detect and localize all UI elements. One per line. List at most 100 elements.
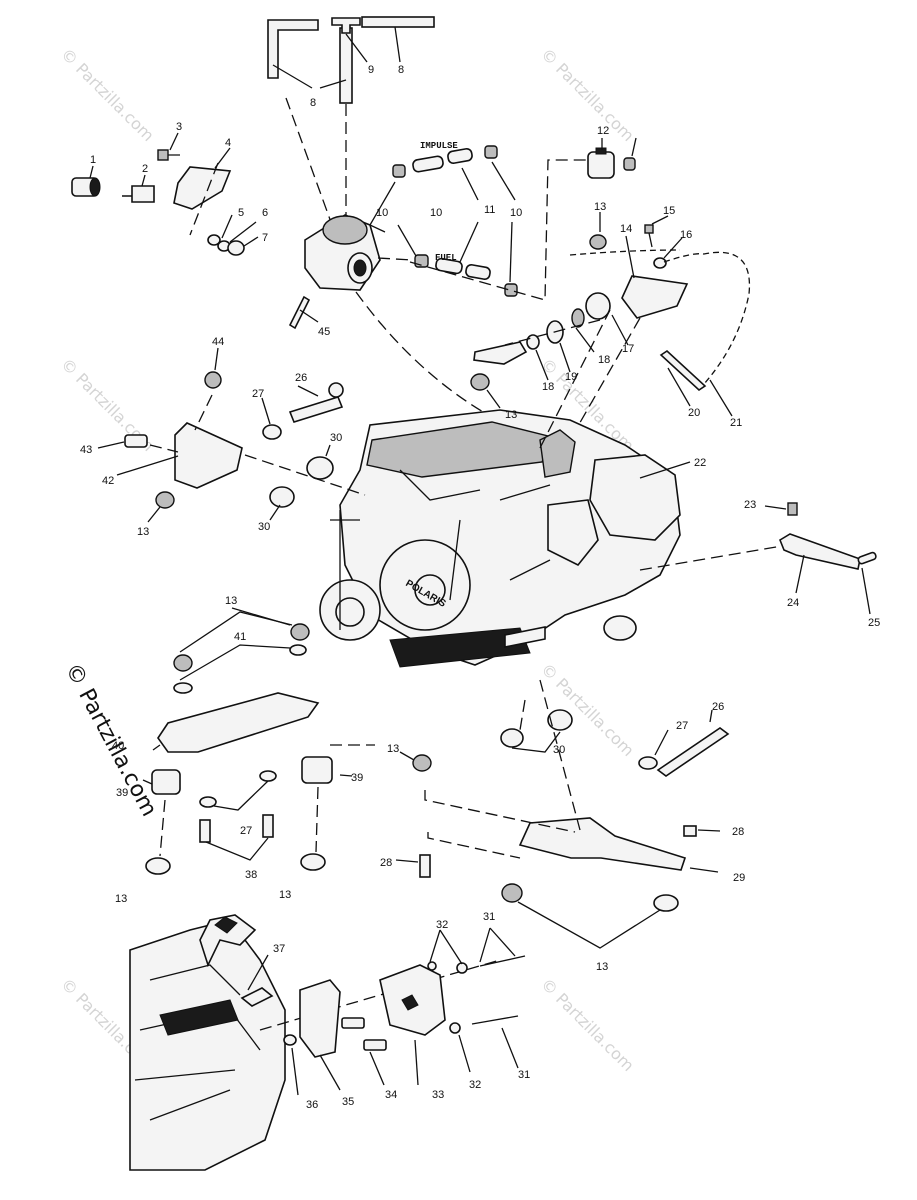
clip-plate bbox=[473, 341, 528, 365]
rod-20 bbox=[659, 349, 707, 392]
callout-8: 8 bbox=[398, 64, 404, 76]
callout-26: 26 bbox=[712, 701, 724, 713]
callout-29: 29 bbox=[733, 872, 745, 884]
callout-31: 31 bbox=[483, 911, 495, 923]
callout-18: 18 bbox=[598, 354, 610, 366]
lever-37 bbox=[240, 987, 274, 1007]
callout-40: 40 bbox=[112, 740, 124, 752]
bracket-assembly bbox=[71, 132, 259, 256]
impulse-tag: IMPULSE bbox=[420, 141, 458, 151]
drain-hose bbox=[288, 295, 311, 330]
callout-33: 33 bbox=[432, 1089, 444, 1101]
callout-22: 22 bbox=[694, 457, 706, 469]
callout-15: 15 bbox=[663, 205, 675, 217]
callout-17: 17 bbox=[622, 343, 634, 355]
callout-21: 21 bbox=[730, 417, 742, 429]
callout-27: 27 bbox=[676, 720, 688, 732]
callout-30: 30 bbox=[258, 521, 270, 533]
bracket-35 bbox=[299, 979, 341, 1058]
callout-23: 23 bbox=[744, 499, 756, 511]
fuel-tag: FUEL bbox=[435, 253, 457, 263]
callout-2: 2 bbox=[142, 163, 148, 175]
callout-7: 7 bbox=[262, 232, 268, 244]
mount-plate-40 bbox=[157, 692, 320, 753]
callout-24: 24 bbox=[787, 597, 799, 609]
watermark-faint: © Partzilla.com bbox=[57, 44, 158, 145]
lever-24 bbox=[779, 533, 861, 570]
callout-32: 32 bbox=[469, 1079, 481, 1091]
left-upper-mount bbox=[97, 347, 366, 523]
bracket-42 bbox=[174, 422, 243, 489]
watermark-faint: © Partzilla.com bbox=[537, 44, 638, 145]
transmission-assembly bbox=[129, 914, 526, 1171]
watermark-main: © Partzilla.com bbox=[60, 659, 162, 821]
callout-13: 13 bbox=[596, 961, 608, 973]
callout-13: 13 bbox=[279, 889, 291, 901]
callout-6: 6 bbox=[262, 207, 268, 219]
callout-13: 13 bbox=[115, 893, 127, 905]
vent-hose-straight bbox=[361, 16, 435, 28]
callout-37: 37 bbox=[273, 943, 285, 955]
callout-35: 35 bbox=[342, 1096, 354, 1108]
callout-30: 30 bbox=[330, 432, 342, 444]
callout-4: 4 bbox=[225, 137, 231, 149]
callout-13: 13 bbox=[225, 595, 237, 607]
callout-3: 3 bbox=[176, 121, 182, 133]
callout-36: 36 bbox=[306, 1099, 318, 1111]
shift-lever bbox=[639, 461, 877, 615]
callout-20: 20 bbox=[688, 407, 700, 419]
callout-13: 13 bbox=[505, 409, 517, 421]
watermark-faint: © Partzilla.com bbox=[537, 974, 638, 1075]
callout-12: 12 bbox=[597, 125, 609, 137]
callout-10: 10 bbox=[430, 207, 442, 219]
callout-25: 25 bbox=[868, 617, 880, 629]
callout-18: 18 bbox=[542, 381, 554, 393]
callout-30: 30 bbox=[553, 744, 565, 756]
right-lower-mount bbox=[395, 679, 730, 949]
callout-5: 5 bbox=[238, 207, 244, 219]
callout-32: 32 bbox=[436, 919, 448, 931]
spacer bbox=[122, 185, 155, 203]
callout-34: 34 bbox=[385, 1089, 397, 1101]
callout-10: 10 bbox=[510, 207, 522, 219]
left-lower-mount bbox=[142, 607, 375, 875]
callout-27: 27 bbox=[252, 388, 264, 400]
callout-9: 9 bbox=[368, 64, 374, 76]
vent-knob bbox=[199, 914, 257, 968]
callout-19: 19 bbox=[565, 371, 577, 383]
callout-44: 44 bbox=[212, 336, 224, 348]
callout-28: 28 bbox=[732, 826, 744, 838]
callout-8: 8 bbox=[310, 97, 316, 109]
bracket-4 bbox=[173, 166, 232, 210]
callout-42: 42 bbox=[102, 475, 114, 487]
vent-hoses bbox=[267, 16, 435, 226]
callout-45: 45 bbox=[318, 326, 330, 338]
callout-labels: 8 8 9 1 2 3 4 5 6 7 10 10 10 11 12 13 14… bbox=[80, 64, 880, 1111]
callout-26: 26 bbox=[295, 372, 307, 384]
callout-13: 13 bbox=[137, 526, 149, 538]
callout-39: 39 bbox=[351, 772, 363, 784]
callout-10: 10 bbox=[376, 207, 388, 219]
callout-38: 38 bbox=[245, 869, 257, 881]
callout-11: 11 bbox=[484, 204, 495, 216]
callout-28: 28 bbox=[380, 857, 392, 869]
fuel-filter bbox=[587, 137, 637, 179]
callout-27: 27 bbox=[240, 825, 252, 837]
callout-43: 43 bbox=[80, 444, 92, 456]
bolt-3 bbox=[157, 149, 169, 161]
callout-13: 13 bbox=[387, 743, 399, 755]
callout-14: 14 bbox=[620, 223, 632, 235]
mount-bracket-29 bbox=[518, 817, 687, 871]
callout-31: 31 bbox=[518, 1069, 530, 1081]
vent-hose-elbow bbox=[267, 19, 319, 79]
callout-41: 41 bbox=[234, 631, 246, 643]
bracket-14 bbox=[621, 275, 689, 319]
pulse-fuel-hoses: IMPULSE FUEL bbox=[369, 141, 590, 301]
engine-assembly: POLARIS bbox=[319, 409, 681, 668]
carburetor bbox=[288, 214, 381, 330]
callout-39: 39 bbox=[116, 787, 128, 799]
callout-13: 13 bbox=[594, 201, 606, 213]
callout-16: 16 bbox=[680, 229, 692, 241]
vent-tee bbox=[331, 17, 361, 34]
